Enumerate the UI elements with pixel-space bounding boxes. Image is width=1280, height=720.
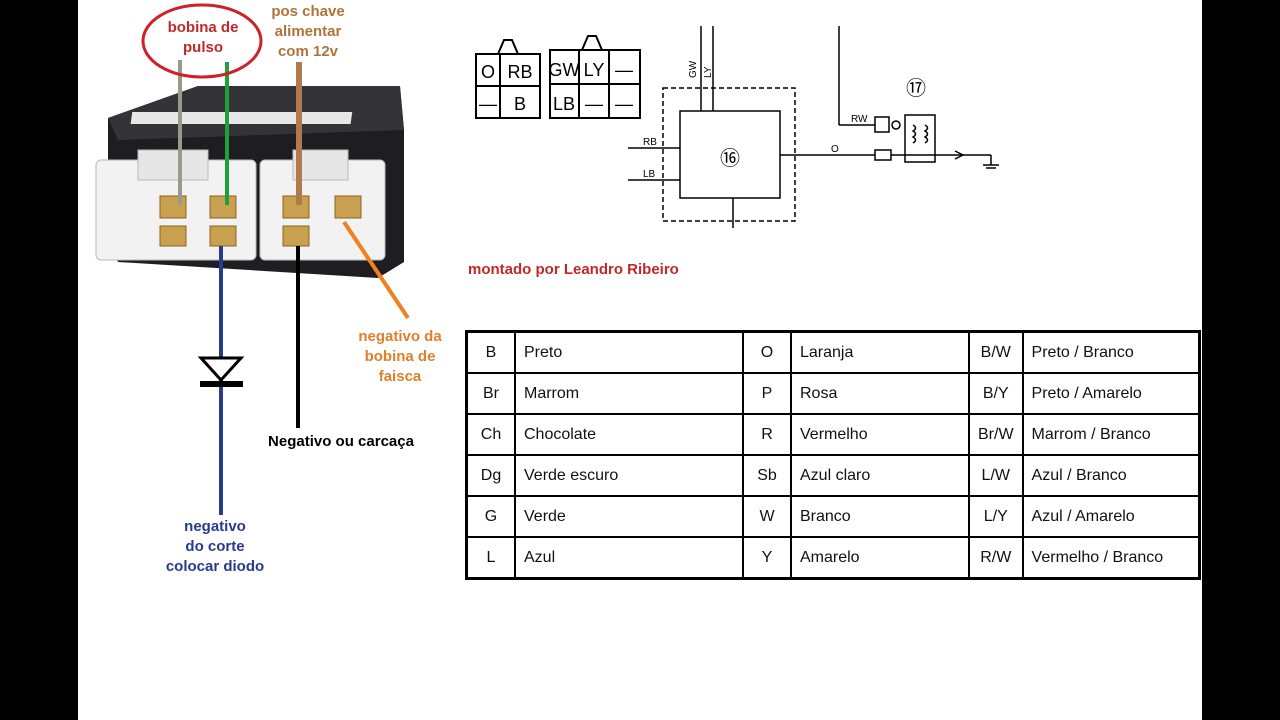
- color-name: Azul / Amarelo: [1021, 495, 1201, 538]
- color-name: Verde escuro: [514, 454, 744, 497]
- color-name: Verde: [514, 495, 744, 538]
- color-abbreviation: B: [465, 330, 516, 374]
- color-abbreviation: L/Y: [968, 495, 1024, 538]
- pin-label: —: [615, 94, 633, 114]
- pin-label: LY: [584, 60, 605, 80]
- pin-label: —: [585, 94, 603, 114]
- color-abbreviation: Sb: [742, 454, 792, 497]
- pulse-coil-highlight: [141, 3, 263, 79]
- color-name: Amarelo: [790, 536, 970, 580]
- diode-symbol: [197, 356, 245, 387]
- pin-label: RB: [507, 62, 532, 82]
- color-name: Preto: [514, 330, 744, 374]
- terminal: [159, 225, 187, 247]
- color-abbreviation: Dg: [465, 454, 516, 497]
- color-abbreviation: Ch: [465, 413, 516, 456]
- color-abbreviation: B/W: [968, 330, 1024, 374]
- color-name: Rosa: [790, 372, 970, 415]
- color-abbreviation: G: [465, 495, 516, 538]
- color-name: Azul: [514, 536, 744, 580]
- color-abbreviation: O: [742, 330, 792, 374]
- cdi-number: ⑯: [720, 147, 740, 170]
- color-abbreviation: L/W: [968, 454, 1024, 497]
- wire-label-lb: LB: [643, 169, 656, 180]
- color-name: Branco: [790, 495, 970, 538]
- wire-orange: [342, 220, 410, 320]
- pin-label: B: [514, 94, 526, 114]
- label-ground: Negativo ou carcaça: [268, 433, 414, 450]
- coil-number: ⑰: [906, 77, 926, 100]
- wire-label-gw: GW: [688, 60, 699, 78]
- cdi-boundary: [662, 87, 796, 222]
- cdi-photo: [95, 3, 410, 515]
- color-name: Azul / Branco: [1021, 454, 1201, 497]
- terminal: [334, 195, 362, 219]
- color-name: Preto / Branco: [1021, 330, 1201, 374]
- connector-pin-diagram: O RB — B GW LY — LB — —: [475, 35, 641, 119]
- terminal: [209, 225, 237, 247]
- color-name: Vermelho / Branco: [1021, 536, 1201, 580]
- color-name: Chocolate: [514, 413, 744, 456]
- credit-text: montado por Leandro Ribeiro: [468, 261, 679, 278]
- wire-label-rw: RW: [851, 114, 868, 125]
- terminal: [159, 195, 187, 219]
- wiring-schematic: GW LY RB LB RW O ⑯ ⑰: [628, 26, 999, 228]
- color-abbreviation: L: [465, 536, 516, 580]
- wire-label-ly: LY: [703, 66, 714, 78]
- color-name: Preto / Amarelo: [1021, 372, 1201, 415]
- color-abbreviation: B/Y: [968, 372, 1024, 415]
- wire-label-rb: RB: [643, 137, 657, 148]
- color-abbreviation: Y: [742, 536, 792, 580]
- color-abbreviation: R/W: [968, 536, 1024, 580]
- color-name: Laranja: [790, 330, 970, 374]
- color-name: Marrom: [514, 372, 744, 415]
- color-name: Vermelho: [790, 413, 970, 456]
- pin-label: O: [481, 62, 495, 82]
- pin-label: —: [479, 94, 497, 114]
- color-name: Azul claro: [790, 454, 970, 497]
- terminal: [209, 195, 237, 219]
- color-abbreviation: W: [742, 495, 792, 538]
- pin-label: LB: [553, 94, 575, 114]
- color-abbreviation: Br/W: [968, 413, 1024, 456]
- color-abbreviation: R: [742, 413, 792, 456]
- terminal: [282, 225, 310, 247]
- color-abbreviation: P: [742, 372, 792, 415]
- pin-label: —: [615, 60, 633, 80]
- wire-label-o: O: [831, 144, 839, 155]
- pin-label: GW: [549, 60, 580, 80]
- ignition-coil: [904, 114, 936, 163]
- color-name: Marrom / Branco: [1021, 413, 1201, 456]
- color-abbreviation: Br: [465, 372, 516, 415]
